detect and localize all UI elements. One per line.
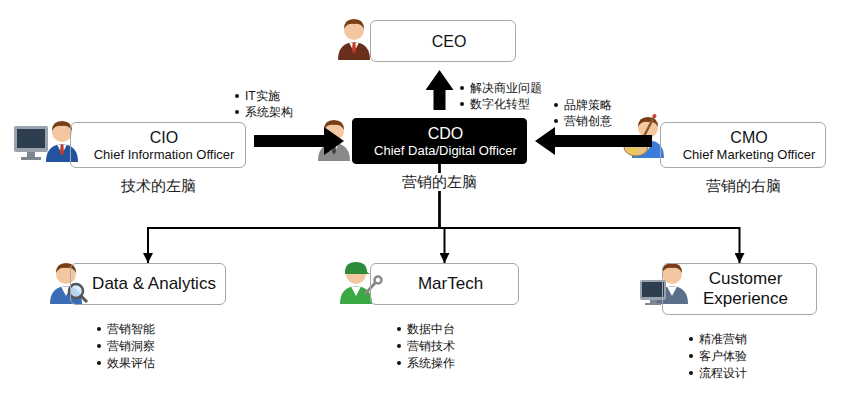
role-title: CDO [428,124,464,143]
box-outline: CDOChief Data/Digital Officer [352,118,527,164]
role-caption: 技术的左脑 [118,177,199,195]
role-box: CEO [370,20,516,62]
bullet-label: 数字化转型 [470,97,530,111]
bullet-item: 品牌策略 [554,97,612,112]
box-notes: 技术的左脑 [70,177,246,195]
role-subtitle: Chief Data/Digital Officer [374,143,517,158]
bullet-item: 数据中台 [397,320,455,337]
bullet-item: 客户体验 [689,347,747,364]
bullet-dot [460,86,464,90]
bullet-item: 解决商业问题 [460,80,542,95]
role-box: CIOChief Information Officer技术的左脑 [70,122,246,168]
bullet-dot [97,361,101,365]
bullet-text: 营销技术 [407,339,455,353]
analytics-icon [50,263,87,304]
block-arrow [426,70,454,110]
bullet-label: 解决商业问题 [470,81,542,95]
block-arrow [254,127,344,155]
box-outline: CMOChief Marketing Officer [660,122,826,168]
block-arrow [535,127,652,155]
role-subtitle: Chief Marketing Officer [683,147,816,162]
box-notes: 营销智能营销洞察效果评估 [97,320,155,371]
bullet-dot [235,94,239,98]
bullet-item: 营销技术 [397,337,455,354]
role-title: CMO [730,128,767,147]
box-notes: 营销的左脑 [352,173,527,191]
bullet-text: 流程设计 [699,366,747,380]
role-box: Data & Analytics营销智能营销洞察效果评估 [70,263,226,305]
box-outline: Data & Analytics [70,263,226,305]
bullet-dot [397,327,401,331]
role-subtitle: Chief Information Officer [94,147,235,162]
bullet-dot [554,119,558,123]
bullet-dot [689,337,693,341]
bullet-label: 品牌策略 [564,98,612,112]
role-box: Customer Experience精准营销客户体验流程设计 [662,263,817,315]
experience-icon [640,263,688,305]
bullet-item: 营销创意 [554,113,612,128]
bullet-dot [397,344,401,348]
bullet-item: 数字化转型 [460,96,530,111]
cio-icon [14,121,78,162]
bullet-item: 营销洞察 [97,337,155,354]
box-outline: CIOChief Information Officer [70,122,246,168]
box-notes: 营销的右脑 [660,177,826,195]
bullet-dot [97,327,101,331]
role-title: MarTech [418,274,483,294]
role-title: CEO [432,32,467,51]
connector-line [440,164,740,263]
bullet-item: 系统架构 [235,104,293,119]
bullet-text: 客户体验 [699,349,747,363]
role-title: CIO [150,128,178,147]
box-outline: CEO [370,20,516,62]
bullet-item: 精准营销 [689,330,747,347]
bullet-text: 精准营销 [699,332,747,346]
role-title: Data & Analytics [92,274,216,294]
bullet-dot [554,103,558,107]
role-caption: 营销的左脑 [399,173,480,191]
bullet-text: 数据中台 [407,322,455,336]
bullet-dot [689,354,693,358]
bullet-dot [397,361,401,365]
bullet-dot [235,110,239,114]
bullet-label: IT实施 [245,89,280,103]
ceo-icon [338,19,370,60]
bullet-dot [689,371,693,375]
bullet-text: 营销洞察 [107,339,155,353]
role-caption: 营销的右脑 [703,177,784,195]
bullet-item: 效果评估 [97,354,155,371]
bullet-item: 流程设计 [689,364,747,381]
bullet-item: IT实施 [235,88,280,103]
role-title: Customer Experience [681,269,810,309]
bullet-dot [97,344,101,348]
box-notes: 数据中台营销技术系统操作 [397,320,455,371]
role-box: CDOChief Data/Digital Officer营销的左脑 [352,118,527,164]
role-box: CMOChief Marketing Officer营销的右脑 [660,122,826,168]
bullet-text: 系统操作 [407,356,455,370]
bullet-item: 系统操作 [397,354,455,371]
bullet-label: 系统架构 [245,105,293,119]
bullet-text: 效果评估 [107,356,155,370]
bullet-item: 营销智能 [97,320,155,337]
bullet-text: 营销智能 [107,322,155,336]
box-outline: Customer Experience [662,263,817,315]
role-box: MarTech数据中台营销技术系统操作 [370,263,519,305]
box-notes: 精准营销客户体验流程设计 [689,330,747,381]
bullet-dot [460,102,464,106]
martech-icon [340,262,382,304]
bullet-label: 营销创意 [564,114,612,128]
box-outline: MarTech [370,263,519,305]
